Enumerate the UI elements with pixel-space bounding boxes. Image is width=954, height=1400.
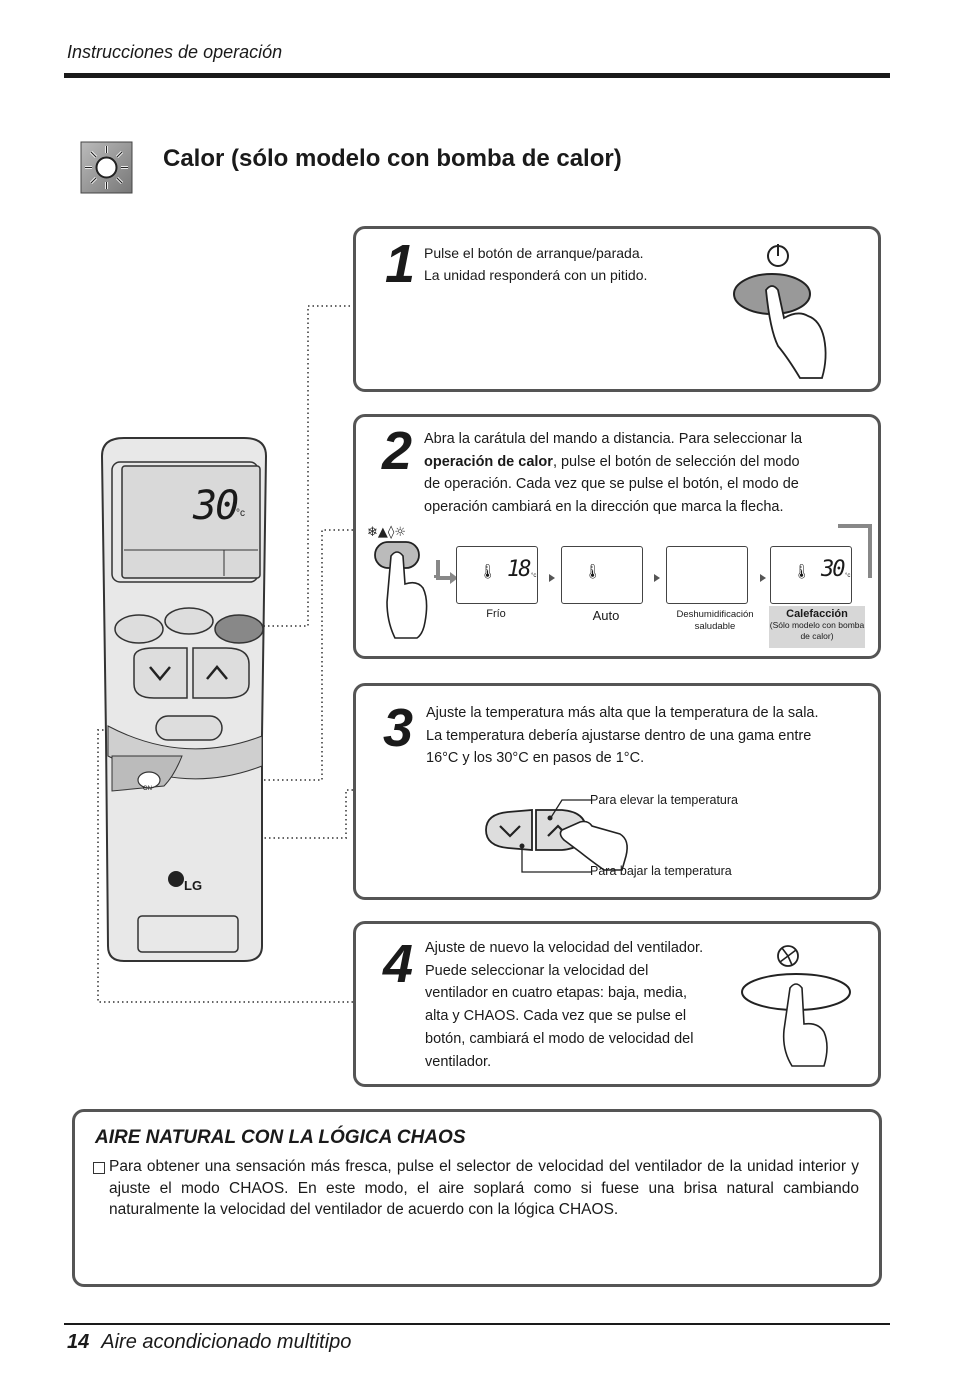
mode-display-cool: 18 °c 🌡 xyxy=(456,546,538,604)
step-1-line: Pulse el botón de arranque/parada. xyxy=(424,245,644,261)
lower-temp-label: Para bajar la temperatura xyxy=(590,864,732,878)
step-4-line: alta y CHAOS. Cada vez que se pulse el xyxy=(425,1008,687,1025)
remote-display-temp: 30 xyxy=(193,483,239,529)
step-number: 3 xyxy=(383,698,414,758)
footer-rule xyxy=(64,1323,890,1325)
header-rule xyxy=(64,73,890,78)
remote-brand: LG xyxy=(184,878,203,893)
step-3-line: 16°C y los 30°C en pasos de 1°C. xyxy=(426,750,645,766)
raise-temp-label: Para elevar la temperatura xyxy=(590,793,738,807)
mode-label: Deshumidificación saludable xyxy=(676,609,754,632)
mode-label-heat: Calefacción (Sólo modelo con bomba de ca… xyxy=(769,606,865,648)
step-4-line: ventilador. xyxy=(425,1053,492,1070)
chaos-text: Para obtener una sensación más fresca, p… xyxy=(109,1158,859,1218)
step-1-line: La unidad responderá con un pitido. xyxy=(424,267,648,283)
step-4-line: botón, cambiará el modo de velocidad del xyxy=(425,1030,694,1047)
mode-temp: 18 xyxy=(507,557,531,582)
mode-note: (Sólo modelo con bomba de calor) xyxy=(769,620,865,641)
step-4-line: Puede seleccionar la velocidad del xyxy=(425,962,649,979)
step-2-line: de operación. Cada vez que se pulse el b… xyxy=(424,476,799,492)
fan-button-hand-icon xyxy=(741,945,851,1067)
remote-slide-label: ON xyxy=(143,786,152,792)
step-2-bold: operación de calor xyxy=(424,453,553,470)
mode-temp: 30 xyxy=(821,557,845,582)
checkbox-bullet xyxy=(93,1162,105,1174)
step-number: 2 xyxy=(382,421,413,481)
sun-heat-icon xyxy=(80,141,133,194)
mode-display-heat: 30 °c 🌡 xyxy=(770,546,852,604)
mode-display-auto: 🌡 xyxy=(561,546,643,604)
mode-button-hand-icon: ❄▲◊☼ xyxy=(367,525,428,639)
step-4-text: Ajuste de nuevo la velocidad del ventila… xyxy=(425,937,703,1073)
step-4-line: ventilador en cuatro etapas: baja, media… xyxy=(425,985,687,1002)
step-2-line: operación cambiará en la dirección que m… xyxy=(424,498,784,515)
thermometer-icon: 🌡 xyxy=(479,563,497,579)
power-button-hand-icon xyxy=(733,244,827,379)
section-title: Calor (sólo modelo con bomba de calor) xyxy=(163,145,622,172)
chaos-title: AIRE NATURAL CON LA LÓGICA CHAOS xyxy=(95,1127,466,1148)
page-number: 14 xyxy=(67,1331,90,1353)
step-3-text: Ajuste la temperatura más alta que la te… xyxy=(426,702,819,770)
step-number: 4 xyxy=(383,934,414,994)
svg-text:❄▲◊☼: ❄▲◊☼ xyxy=(367,525,406,540)
step-3-line: Ajuste la temperatura más alta que la te… xyxy=(426,705,819,721)
chaos-box xyxy=(72,1109,882,1287)
mode-label: Frío xyxy=(486,608,506,620)
step-1-text: Pulse el botón de arranque/parada. La un… xyxy=(424,242,647,286)
mode-unit: °c xyxy=(531,573,537,579)
step-number: 1 xyxy=(385,234,416,294)
thermometer-icon: 🌡 xyxy=(584,563,602,579)
step-2-line: Abra la carátula del mando a distancia. … xyxy=(424,431,803,447)
remote-display-unit: °c xyxy=(236,508,245,519)
mode-label: Auto xyxy=(592,608,620,623)
remote-control xyxy=(100,437,268,962)
temperature-buttons-hand-icon xyxy=(485,809,628,871)
step-4-line: Ajuste de nuevo la velocidad del ventila… xyxy=(425,940,704,956)
mode-display-dry xyxy=(666,546,748,604)
mode-label: Calefacción xyxy=(786,608,848,620)
step-2-line: , pulse el botón de selección del modo xyxy=(552,453,800,470)
footer: 14 Aire acondicionado multitipo xyxy=(67,1331,351,1354)
step-3-line: La temperatura debería ajustarse dentro … xyxy=(426,727,812,744)
mode-unit: °c xyxy=(845,573,851,579)
step-2-text: Abra la carátula del mando a distancia. … xyxy=(424,428,864,518)
footer-title: Aire acondicionado multitipo xyxy=(101,1331,352,1353)
running-header: Instrucciones de operación xyxy=(67,42,283,62)
thermometer-icon: 🌡 xyxy=(793,563,811,579)
